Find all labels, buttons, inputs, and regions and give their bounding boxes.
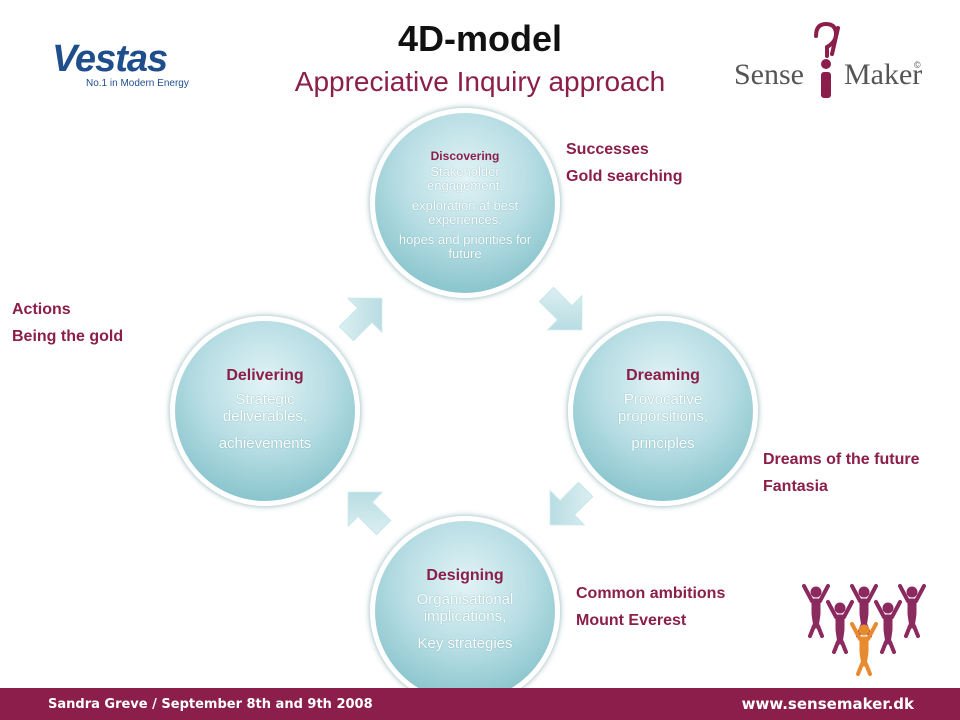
circle-dreaming: Dreaming Provocative proporsitions, prin… (568, 316, 758, 506)
people-group-icon (802, 584, 926, 676)
arrow-discovering-to-dreaming (538, 286, 583, 331)
registered-icon: © (914, 60, 921, 70)
note-dreaming: Dreams of the future Fantasia (763, 446, 919, 500)
circle-line: exploration af best experiences, (411, 198, 519, 227)
circle-delivering: Delivering Strategic deliverables, achie… (170, 316, 360, 506)
note-line: Being the gold (12, 328, 124, 345)
note-line: Successes (566, 141, 649, 158)
sensemaker-logo-right: Maker (844, 58, 923, 91)
note-discovering: Successes Gold searching (566, 136, 682, 190)
page-title: 4D-model (397, 18, 563, 59)
circle-line: Key strategies (417, 635, 513, 652)
note-line: Mount Everest (576, 612, 687, 629)
sensemaker-person-icon (814, 21, 840, 98)
footer-website: www.sensemaker.dk (741, 695, 914, 713)
circle-designing: Designing Organisational implications, K… (370, 516, 560, 706)
circle-title: Delivering (226, 367, 304, 384)
vestas-logo-tagline: No.1 in Modern Energy (86, 78, 189, 89)
footer-bar: Sandra Greve / September 8th and 9th 200… (0, 688, 960, 720)
circle-line: Organisational implications, (416, 591, 514, 625)
page-subtitle: Appreciative Inquiry approach (294, 66, 666, 97)
note-line: Common ambitions (576, 585, 726, 602)
note-line: Fantasia (763, 478, 828, 495)
note-line: Actions (12, 301, 71, 318)
note-delivering: Actions Being the gold (12, 296, 123, 350)
vestas-logo: Vestas No.1 in Modern Energy (52, 40, 189, 89)
sensemaker-logo: Sense Maker © (734, 20, 924, 100)
circle-line: hopes and priorities for future (398, 232, 532, 261)
circle-line: principles (631, 435, 695, 452)
note-line: Dreams of the future (763, 451, 920, 468)
note-line: Gold searching (566, 168, 683, 185)
circle-line: Strategic deliverables, (222, 391, 308, 425)
footer-author: Sandra Greve / September 8th and 9th 200… (48, 697, 373, 712)
circle-title: Discovering (430, 149, 500, 163)
circle-line: achievements (218, 435, 312, 452)
vestas-logo-wordmark: Vestas (52, 38, 168, 80)
arrow-delivering-to-discovering (338, 297, 383, 342)
sensemaker-logo-left: Sense (734, 58, 804, 91)
circle-line: Provocative proporsitions, (617, 391, 709, 425)
arrow-designing-to-delivering (347, 491, 392, 536)
circle-discovering: Discovering Stakeholder engagement, expl… (370, 108, 560, 298)
circle-title: Dreaming (626, 367, 700, 384)
circle-line: Stakeholder engagement, (427, 164, 503, 193)
note-designing: Common ambitions Mount Everest (576, 580, 725, 634)
arrow-dreaming-to-designing (549, 481, 594, 526)
circle-title: Designing (426, 567, 504, 584)
